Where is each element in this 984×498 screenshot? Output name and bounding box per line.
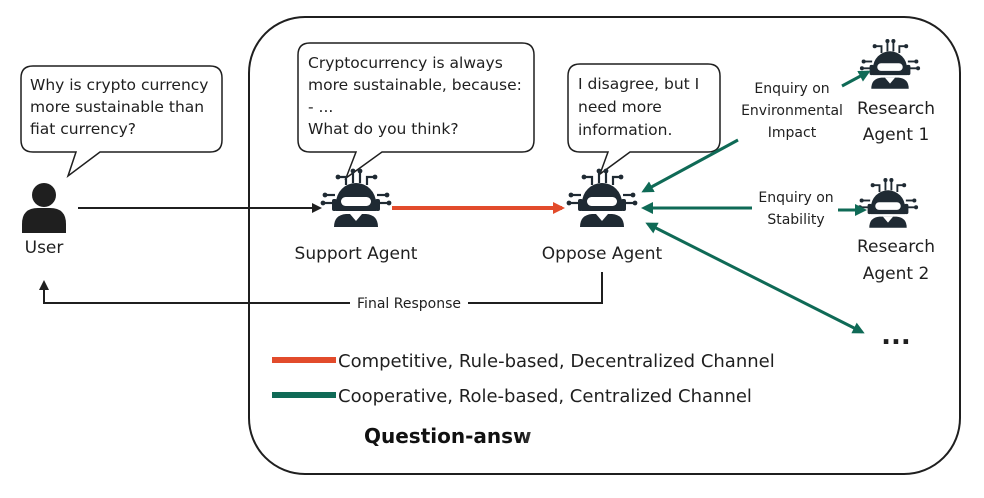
user-question-line-1: Why is crypto currency (30, 76, 209, 94)
user-question-line-3: fiat currency? (30, 120, 136, 138)
final-response-label: Final Response (357, 296, 461, 312)
support-message-line-4: What do you think? (308, 120, 459, 138)
user-icon (22, 183, 66, 233)
support-message-line-1: Cryptocurrency is always (308, 54, 503, 72)
oppose-message-line-1: I disagree, but I (578, 75, 699, 93)
final-response-label-bg (350, 293, 468, 313)
research-agent-1-robot-icon (858, 38, 922, 90)
support-message-line-3: - ... (308, 98, 333, 116)
oppose-agent-bubble: I disagree, but I need more information. (567, 63, 721, 177)
enquiry-to-research-1-arrow (841, 70, 871, 88)
more-agents-ellipsis: ... (881, 321, 911, 351)
research-agent-1-label-line-2: Agent 1 (863, 125, 930, 145)
legend-cooperative-label: Cooperative, Role-based, Centralized Cha… (338, 386, 752, 407)
final-response-arrow (39, 272, 603, 304)
research-agent-1-label-line-1: Research (857, 99, 935, 119)
title-fade-overlay (520, 420, 580, 454)
research-agent-2-label-line-1: Research (857, 237, 935, 257)
research-agent-2-robot-icon (856, 177, 920, 229)
support-agent-label: Support Agent (295, 244, 418, 264)
user-label: User (25, 238, 64, 258)
research-agent-2-label-line-2: Agent 2 (863, 264, 930, 284)
enquiry-stability-line-1: Enquiry on (758, 190, 833, 206)
enquiry-environmental-line-3: Impact (768, 125, 817, 141)
oppose-agent-robot-icon (565, 167, 639, 229)
user-question-bubble: Why is crypto currency more sustainable … (20, 65, 223, 179)
support-agent-robot-icon (319, 167, 393, 229)
group-container (248, 16, 961, 475)
oppose-message-line-3: information. (578, 121, 672, 139)
enquiry-environmental-line-1: Enquiry on (754, 81, 829, 97)
legend-competitive-label: Competitive, Rule-based, Decentralized C… (338, 351, 775, 372)
support-agent-bubble: Cryptocurrency is always more sustainabl… (297, 42, 535, 181)
support-message-line-2: more sustainable, because: (308, 76, 522, 94)
diagram-title: Question-answ (364, 424, 532, 448)
enquiry-stability-line-2: Stability (767, 212, 824, 228)
oppose-agent-label: Oppose Agent (542, 244, 663, 264)
enquiry-environmental-line-2: Environmental (741, 103, 843, 119)
research-1-to-oppose-arrow (641, 138, 739, 193)
oppose-to-more-agents-arrow (645, 222, 865, 334)
legend: Competitive, Rule-based, Decentralized C… (272, 351, 775, 407)
oppose-message-line-2: need more (578, 98, 662, 116)
user-question-line-2: more sustainable than (30, 98, 204, 116)
